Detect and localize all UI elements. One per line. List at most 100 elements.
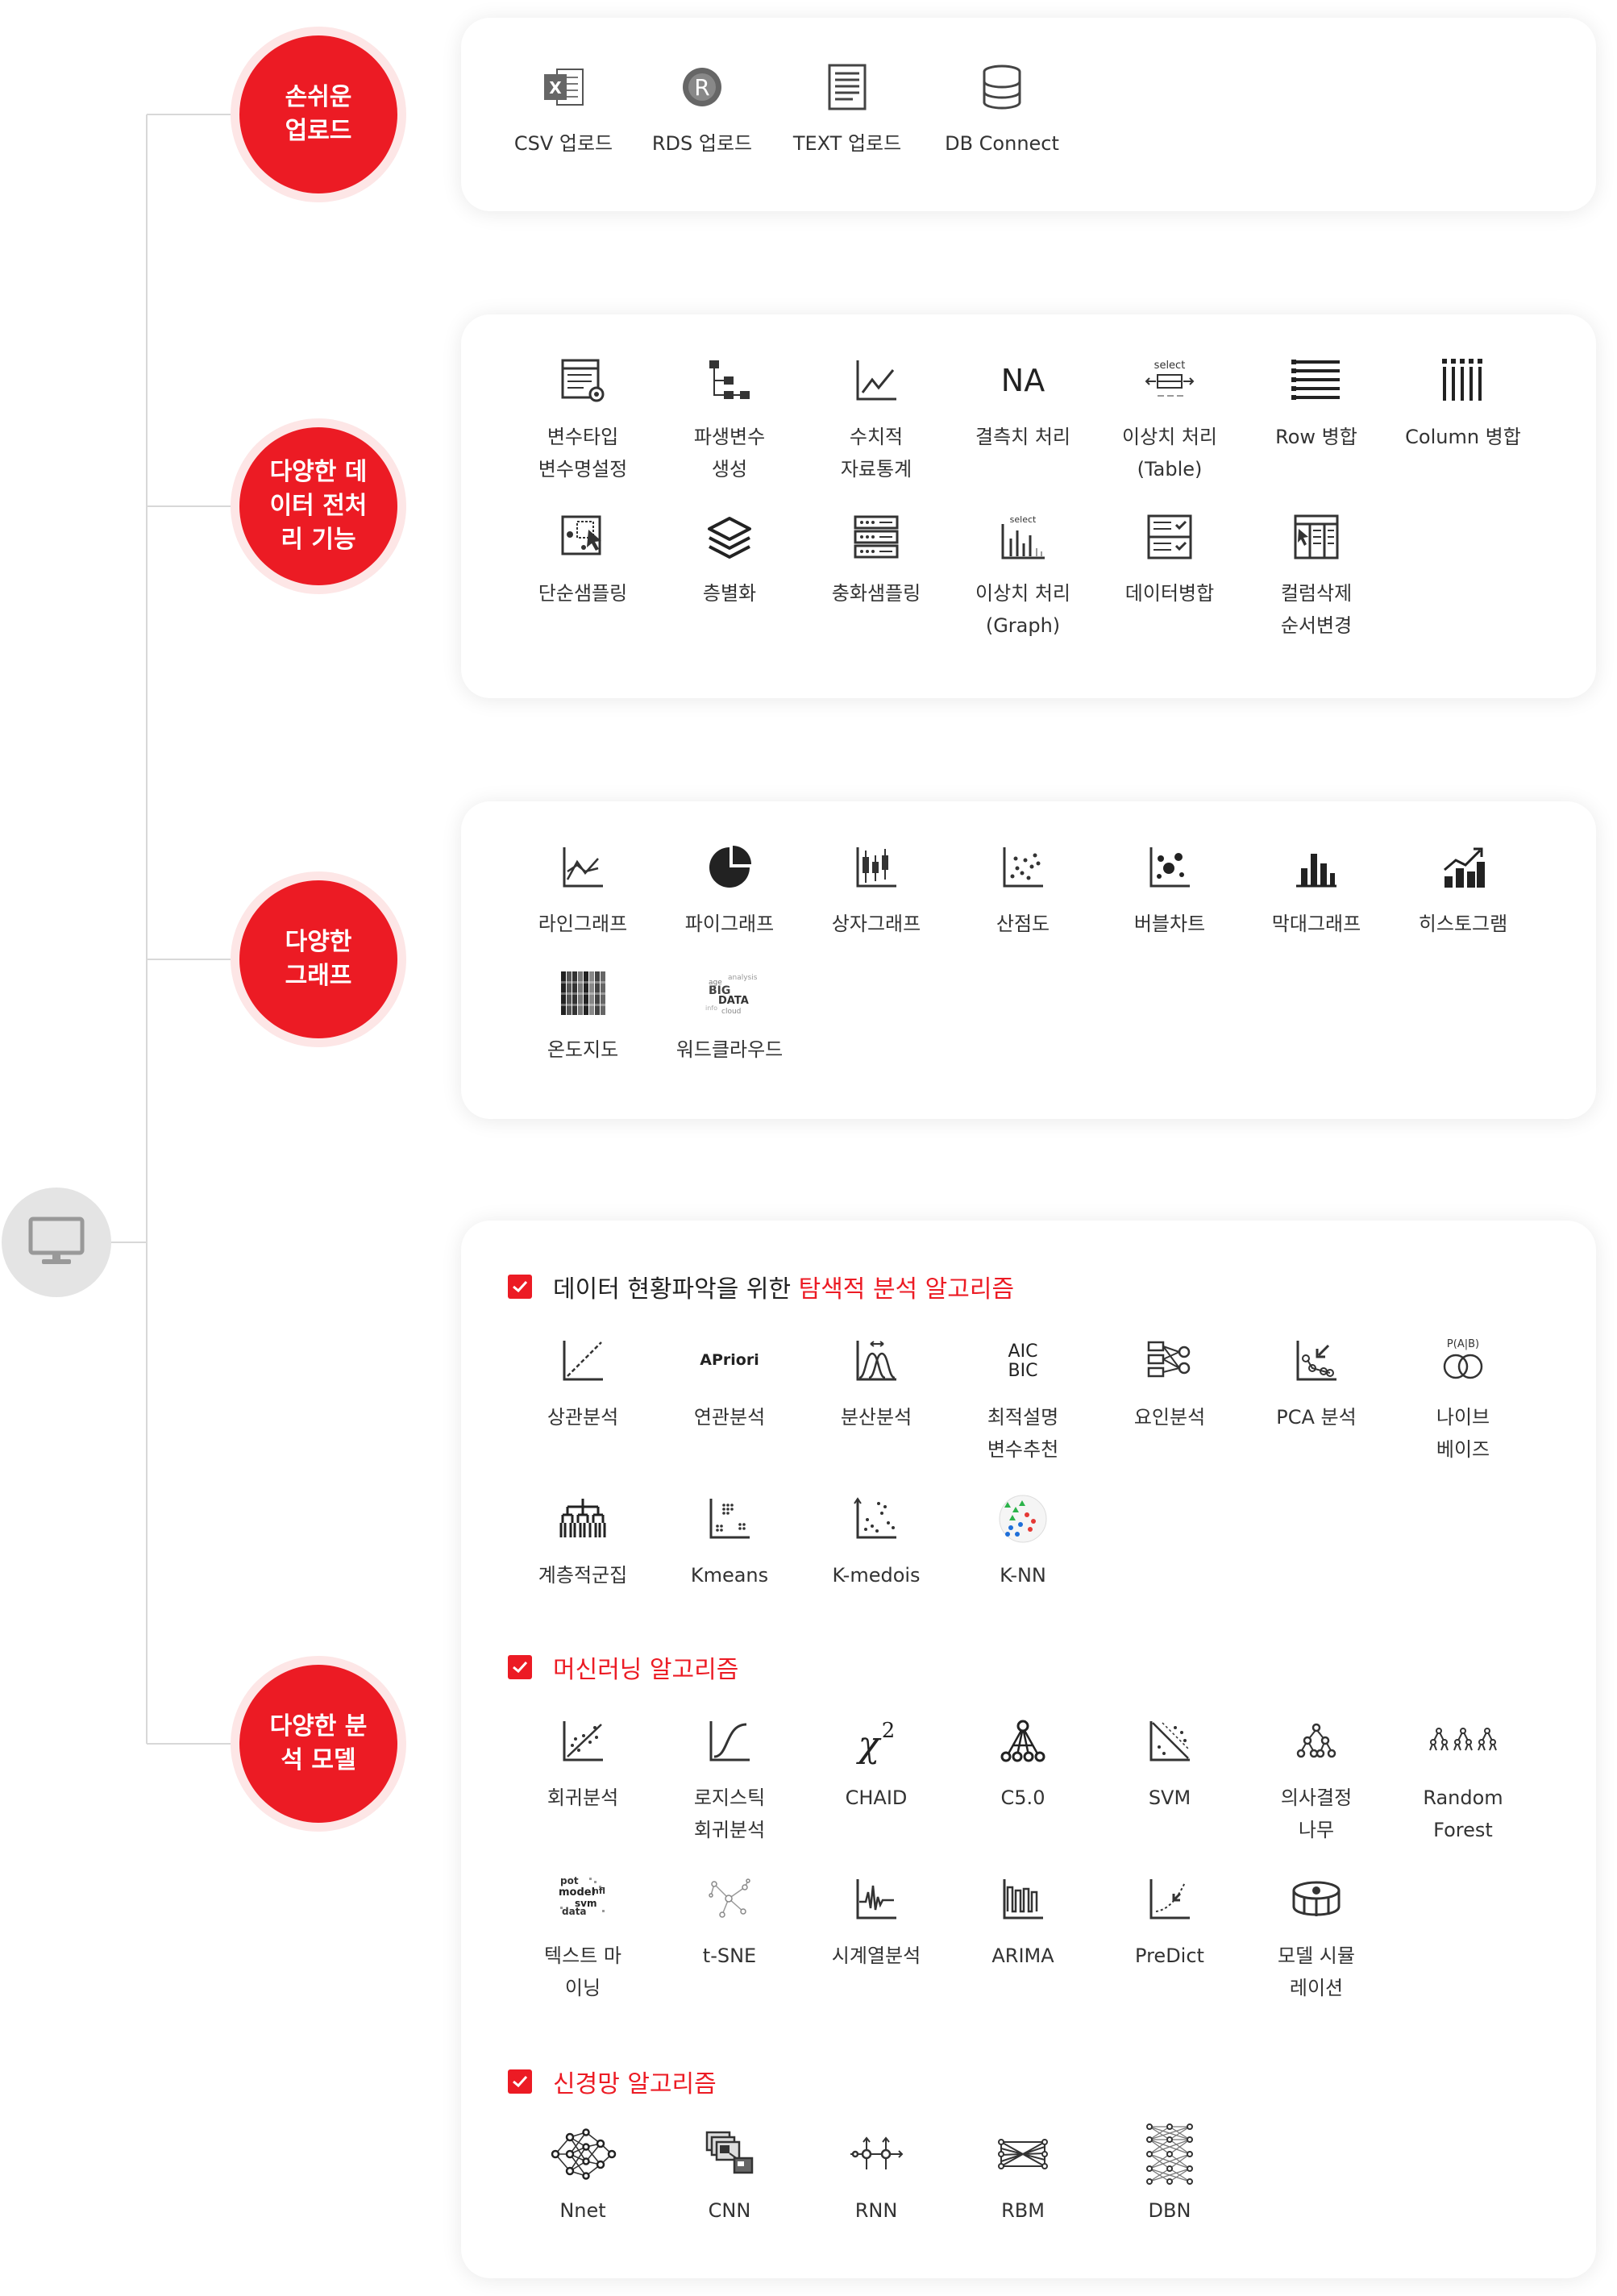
analysis-item[interactable]: 의사결정 나무 — [1243, 1712, 1390, 1846]
graph-item[interactable]: 파이그래프 — [656, 838, 803, 940]
item-label: DB Connect — [945, 132, 1059, 155]
analysis-item[interactable]: 분산분석 — [803, 1332, 950, 1433]
analysis-item[interactable]: 시계열분석 — [803, 1870, 950, 1972]
preprocess-item[interactable]: select 이상치 처리 (Table) — [1096, 351, 1243, 485]
analysis-item[interactable]: χ 2 CHAID — [803, 1712, 950, 1814]
section-highlight: 탐색적 분석 알고리즘 — [798, 1275, 1015, 1304]
upload-csv[interactable]: X CSV 업로드 — [490, 58, 637, 160]
preprocess-item[interactable]: 데이터병합 — [1096, 508, 1243, 609]
r-icon: R — [683, 68, 721, 106]
category-label: 다양한 분 석 모델 — [239, 1665, 397, 1823]
preprocess-item[interactable]: 충화샘플링 — [803, 508, 950, 609]
dbn-icon — [1146, 2123, 1193, 2185]
graph-item[interactable]: 온도지도 — [509, 964, 656, 1066]
graph-item[interactable]: 산점도 — [950, 838, 1096, 940]
knn-icon — [999, 1495, 1047, 1543]
graph-item[interactable]: 버블차트 — [1096, 838, 1243, 940]
analysis-item[interactable]: DBN — [1096, 2123, 1243, 2227]
category-label: 다양한 데 이터 전처 리 기능 — [239, 427, 397, 585]
preprocess-item[interactable]: 변수타입 변수명설정 — [509, 351, 656, 485]
preprocess-item[interactable]: 단순샘플링 — [509, 508, 656, 609]
analysis-item[interactable]: PCA 분석 — [1243, 1332, 1390, 1433]
analysis-item[interactable]: C5.0 — [950, 1712, 1096, 1814]
item-label: 이상치 처리 (Table) — [1121, 426, 1218, 480]
analysis-item[interactable]: P(A|B) 나이브 베이즈 — [1390, 1332, 1536, 1466]
item-label: 변수타입 변수명설정 — [538, 426, 628, 480]
analysis-item[interactable]: RNN — [803, 2125, 950, 2227]
rbm-icon — [998, 2139, 1048, 2169]
graphs-panel: 라인그래프 파이그래프 상자그래프 산점도 버블차트 — [461, 801, 1596, 1119]
category-preprocess: 다양한 데 이터 전처 리 기능 — [231, 418, 406, 594]
svg-text:age: age — [709, 979, 722, 987]
graph-item[interactable]: age analysis BIG DATA cloud info 워드클라우드 — [656, 964, 803, 1066]
category-models: 다양한 분 석 모델 — [231, 1656, 406, 1832]
preprocess-item[interactable]: Column 병합 — [1390, 351, 1536, 453]
upload-db[interactable]: DB Connect — [929, 58, 1075, 160]
analysis-item[interactable]: t-SNE — [656, 1870, 803, 1972]
preprocess-item[interactable]: select 이상치 처리 (Graph) — [950, 508, 1096, 642]
logistic-icon — [709, 1721, 750, 1762]
predict-icon — [1149, 1879, 1190, 1920]
analysis-item[interactable]: Nnet — [509, 2125, 656, 2227]
bubble-chart-icon — [1149, 847, 1190, 888]
random-forest-icon — [1429, 1728, 1497, 1751]
graph-item[interactable]: 라인그래프 — [509, 838, 656, 940]
analysis-item[interactable]: pot model nfl svm data 텍스트 마 이닝 — [509, 1870, 656, 2004]
kmedoids-icon — [854, 1497, 896, 1539]
svg-text:info: info — [705, 1004, 717, 1012]
graph-item[interactable]: 히스토그램 — [1390, 838, 1536, 940]
nnet-icon — [551, 2128, 617, 2180]
analysis-item[interactable]: Kmeans — [656, 1490, 803, 1591]
analysis-item[interactable]: ARIMA — [950, 1870, 1096, 1972]
item-label: Nnet — [559, 2199, 606, 2222]
item-label: 로지스틱 회귀분석 — [693, 1786, 766, 1841]
root-node — [2, 1188, 111, 1297]
analysis-item[interactable]: SVM — [1096, 1712, 1243, 1814]
svg-text:P(A|B): P(A|B) — [1447, 1338, 1479, 1350]
analysis-item[interactable]: AIC BIC 최적설명 변수추천 — [950, 1332, 1096, 1466]
analysis-item[interactable]: CNN — [656, 2125, 803, 2227]
item-label: K-NN — [1000, 1564, 1046, 1587]
analysis-item[interactable]: 상관분석 — [509, 1332, 656, 1433]
item-label: 나이브 베이즈 — [1436, 1406, 1490, 1461]
aic-bic-icon: AIC BIC — [1008, 1341, 1038, 1381]
item-label: 온도지도 — [547, 1038, 619, 1061]
simulation-icon — [1292, 1881, 1341, 1916]
analysis-item[interactable]: 로지스틱 회귀분석 — [656, 1712, 803, 1846]
item-label: K-medois — [832, 1564, 921, 1587]
preprocess-item[interactable]: 파생변수 생성 — [656, 351, 803, 485]
analysis-item[interactable]: 모델 시뮬 레이션 — [1243, 1870, 1390, 2004]
upload-text[interactable]: TEXT 업로드 — [774, 58, 921, 160]
svg-text:χ: χ — [856, 1724, 882, 1766]
preprocess-item[interactable]: 층별화 — [656, 508, 803, 609]
item-label: 단순샘플링 — [538, 582, 628, 605]
preprocess-panel: 변수타입 변수명설정 파생변수 생성 수치적 자료통계 NA 결측치 처리 se… — [461, 314, 1596, 698]
graph-item[interactable]: 막대그래프 — [1243, 838, 1390, 940]
preprocess-item[interactable]: 컬럼삭제 순서변경 — [1243, 508, 1390, 642]
outlier-graph-icon: select — [1001, 514, 1045, 559]
analysis-item[interactable]: APriori 연관분석 — [656, 1332, 803, 1433]
svg-text:analysis: analysis — [728, 974, 758, 982]
analysis-item[interactable]: K-medois — [803, 1490, 950, 1591]
analysis-item[interactable]: 요인분석 — [1096, 1332, 1243, 1433]
preprocess-item[interactable]: Row 병합 — [1243, 351, 1390, 453]
preprocess-item[interactable]: NA 결측치 처리 — [950, 351, 1096, 453]
stats-icon — [856, 360, 896, 401]
row-merge-icon — [1291, 360, 1340, 400]
models-panel: 데이터 현황파악을 위한 탐색적 분석 알고리즘 상관분석 APriori 연관… — [461, 1221, 1596, 2278]
analysis-item[interactable]: RBM — [950, 2125, 1096, 2227]
item-label: CNN — [708, 2199, 751, 2222]
chi-square-icon: χ 2 — [856, 1719, 896, 1766]
analysis-item[interactable]: Random Forest — [1390, 1712, 1536, 1846]
analysis-item[interactable]: PreDict — [1096, 1870, 1243, 1972]
analysis-item[interactable]: K-NN — [950, 1490, 1096, 1591]
analysis-item[interactable]: 계층적군집 — [509, 1490, 656, 1591]
section-exploratory: 데이터 현황파악을 위한 탐색적 분석 알고리즘 — [508, 1269, 1014, 1304]
rnn-icon — [850, 2136, 904, 2169]
upload-rds[interactable]: R RDS 업로드 — [629, 58, 775, 160]
analysis-item[interactable]: 회귀분석 — [509, 1712, 656, 1814]
item-label: RBM — [1001, 2199, 1045, 2222]
graph-item[interactable]: 상자그래프 — [803, 838, 950, 940]
database-icon — [983, 64, 1021, 110]
preprocess-item[interactable]: 수치적 자료통계 — [803, 351, 950, 485]
